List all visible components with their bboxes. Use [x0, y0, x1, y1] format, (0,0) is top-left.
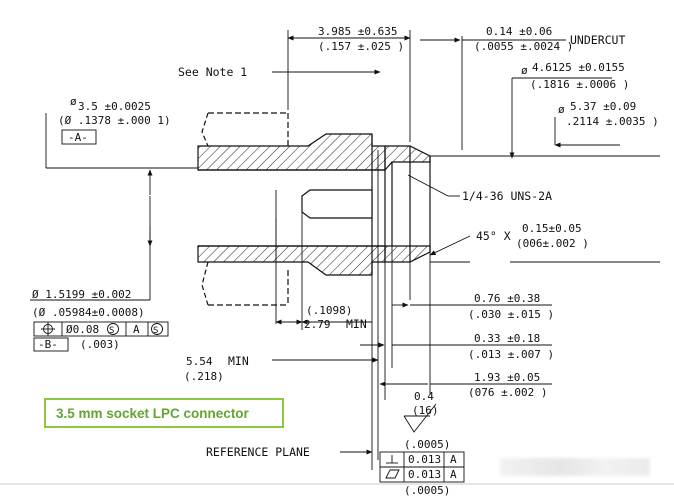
- dim-193: 1.93 ±0.05: [474, 371, 540, 384]
- dim-chamfer: 0.15±0.05: [522, 222, 582, 235]
- dim-537-in: .2114 ±.0035 ): [566, 115, 659, 128]
- dim-35-in: (Ø .1378 ±.000 1): [58, 114, 171, 127]
- dimension-text: See Note 1 3.985 ±0.635 (.157 ±.025 ) 0.…: [32, 25, 659, 497]
- datum-a-label: -A-: [68, 131, 88, 144]
- watermark: [500, 458, 650, 476]
- dim-279: 2.79: [304, 318, 331, 331]
- dim-15199-in: (Ø .05984±0.0008): [32, 306, 145, 319]
- caption-box: 3.5 mm socket LPC connector: [44, 398, 284, 428]
- min-label-2: MIN: [228, 354, 249, 368]
- surface-finish: 0.4: [414, 390, 434, 403]
- dim-46125-in: (.1816 ±.0006 ): [530, 78, 629, 91]
- flat-ref: A: [450, 468, 457, 481]
- dia-symbol-537: ø: [558, 103, 565, 116]
- dia-symbol-35: ø: [70, 95, 77, 108]
- chamfer-prefix: 45° X: [476, 229, 511, 243]
- tol-s2: S: [153, 326, 158, 336]
- geometric-tolerance-frames: [379, 451, 465, 483]
- thread-label: 1/4-36 UNS-2A: [462, 189, 552, 203]
- tol-bottom-paren: (.0005): [404, 484, 450, 497]
- reference-plane-label: REFERENCE PLANE: [206, 445, 310, 459]
- connector-body: [197, 112, 431, 306]
- dim-3985: 3.985 ±0.635: [318, 25, 397, 38]
- dim-15199: Ø 1.5199 ±0.002: [32, 288, 131, 301]
- perp-value: 0.013: [408, 453, 441, 466]
- tol-paren: (.003): [80, 338, 120, 351]
- tol-pos-value: Ø0.08: [66, 323, 99, 336]
- flat-value: 0.013: [408, 468, 441, 481]
- position-tolerance-frame: [33, 129, 169, 352]
- tol-s1: S: [109, 326, 114, 336]
- dim-554-in: (.218): [184, 370, 224, 383]
- dim-033: 0.33 ±0.18: [474, 332, 540, 345]
- dim-3985-in: (.157 ±.025 ): [318, 40, 404, 53]
- see-note-label: See Note 1: [178, 65, 247, 79]
- dim-35: 3.5 ±0.0025: [78, 100, 151, 113]
- perp-ref: A: [450, 453, 457, 466]
- surface-finish-in: (16): [412, 404, 439, 417]
- dim-193-in: (076 ±.002 ): [468, 386, 547, 399]
- dim-076: 0.76 ±0.38: [474, 292, 540, 305]
- caption-text: 3.5 mm socket LPC connector: [56, 405, 249, 421]
- dim-014-in: (.0055 ±.0024 ): [474, 40, 573, 53]
- dim-46125: 4.6125 ±0.0155: [532, 61, 625, 74]
- dim-076-in: (.030 ±.015 ): [468, 308, 554, 321]
- min-label-1: MIN: [346, 317, 367, 331]
- dia-symbol-46125: ø: [521, 64, 528, 77]
- datum-b-label: -B-: [38, 338, 58, 351]
- tol-a: A: [133, 323, 140, 336]
- dimension-lines: [30, 30, 660, 470]
- undercut-label: UNDERCUT: [570, 33, 625, 47]
- dim-554: 5.54: [186, 355, 213, 368]
- dim-033-in: (.013 ±.007 ): [468, 348, 554, 361]
- dim-chamfer-in: (006±.002 ): [516, 237, 589, 250]
- tol-top-paren: (.0005): [404, 438, 450, 451]
- dim-014: 0.14 ±0.06: [486, 25, 552, 38]
- dim-537: 5.37 ±0.09: [570, 100, 636, 113]
- dim-1098: (.1098): [306, 304, 352, 317]
